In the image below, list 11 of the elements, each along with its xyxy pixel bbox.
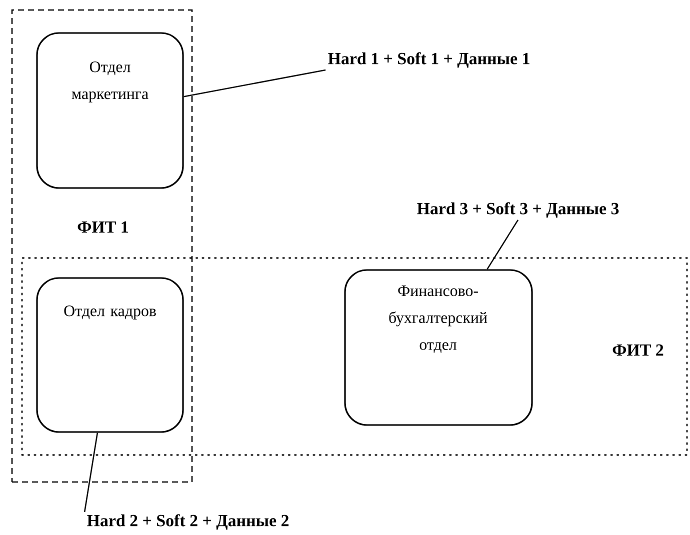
resource-label: Hard 2 + Soft 2 + Данные 2 <box>87 514 289 530</box>
leader-line <box>84 432 98 512</box>
group-title: ФИТ 2 <box>612 344 664 356</box>
department-box: Отдел маркетинга <box>36 32 184 189</box>
resource-label: Hard 3 + Soft 3 + Данные 3 <box>417 202 619 218</box>
department-box: Отдел кадров <box>36 277 184 433</box>
leader-line <box>486 220 519 270</box>
resource-label: Hard 1 + Soft 1 + Данные 1 <box>328 52 530 68</box>
department-box: Финансово- бухгалтерский отдел <box>344 269 533 426</box>
leader-line <box>184 69 326 98</box>
group-title: ФИТ 1 <box>78 221 128 233</box>
